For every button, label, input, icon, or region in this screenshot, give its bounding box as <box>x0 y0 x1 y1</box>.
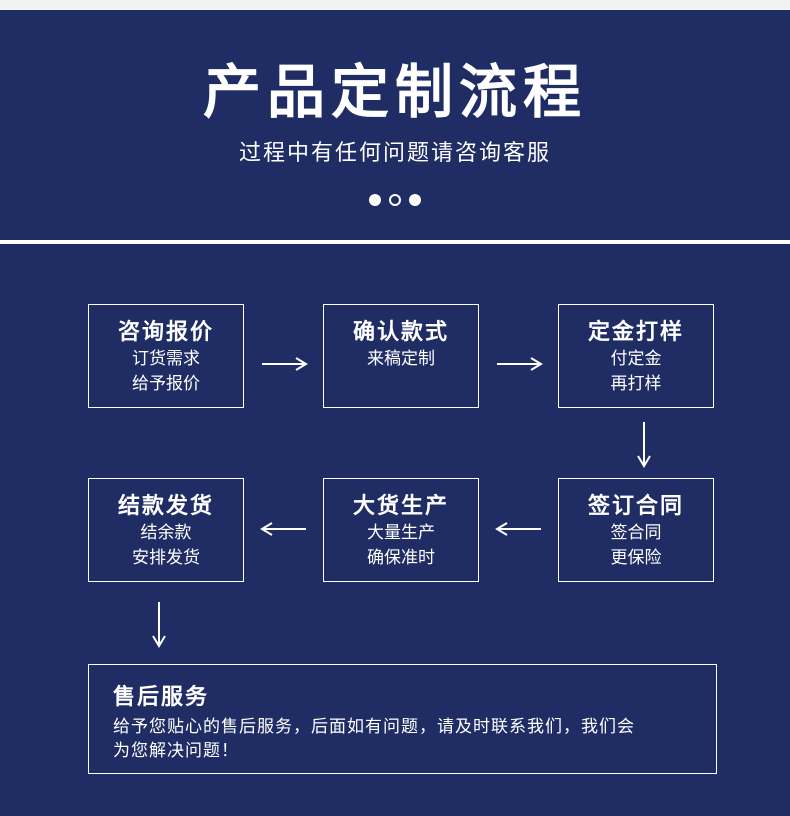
step-payment-shipping: 结款发货 结余款 安排发货 <box>88 478 244 582</box>
step-title: 大货生产 <box>352 494 449 519</box>
step-line: 更保险 <box>610 548 662 568</box>
dot-1 <box>369 194 381 206</box>
service-desc-line: 给予您贴心的售后服务，后面如有问题，请及时联系我们，我们会 <box>113 717 635 737</box>
step-mass-production: 大货生产 大量生产 确保准时 <box>323 478 479 582</box>
arrow-right-icon <box>262 357 308 371</box>
arrow-right-icon <box>497 357 543 371</box>
step-title: 定金打样 <box>587 320 684 345</box>
step-line: 订货需求 <box>132 349 200 369</box>
step-deposit-sample: 定金打样 付定金 再打样 <box>558 304 714 408</box>
header-banner: 产品定制流程 过程中有任何问题请咨询客服 <box>0 10 790 240</box>
step-confirm-style: 确认款式 来稿定制 <box>323 304 479 408</box>
top-strip <box>0 0 790 10</box>
service-desc-line: 为您解决问题！ <box>113 741 239 761</box>
step-title: 签订合同 <box>587 494 684 519</box>
step-line: 给予报价 <box>132 374 200 394</box>
arrow-left-icon <box>260 522 306 536</box>
step-line: 大量生产 <box>367 523 435 543</box>
step-consult-quote: 咨询报价 订货需求 给予报价 <box>88 304 244 408</box>
step-line: 来稿定制 <box>367 349 435 369</box>
step-title: 确认款式 <box>352 320 449 345</box>
dot-3 <box>409 194 421 206</box>
after-sales-service-box: 售后服务 给予您贴心的售后服务，后面如有问题，请及时联系我们，我们会 为您解决问… <box>88 664 717 774</box>
page-title: 产品定制流程 <box>202 58 587 126</box>
step-line: 结余款 <box>140 523 192 543</box>
service-description: 给予您贴心的售后服务，后面如有问题，请及时联系我们，我们会 为您解决问题！ <box>113 715 698 763</box>
service-title: 售后服务 <box>113 685 210 710</box>
step-line: 付定金 <box>610 349 662 369</box>
arrow-down-icon <box>152 602 166 648</box>
dot-2 <box>389 194 401 206</box>
step-line: 再打样 <box>610 374 662 394</box>
page-subtitle: 过程中有任何问题请咨询客服 <box>238 141 551 166</box>
step-line: 安排发货 <box>132 548 200 568</box>
arrow-down-icon <box>637 422 651 468</box>
arrow-left-icon <box>495 522 541 536</box>
step-line: 确保准时 <box>367 548 435 568</box>
pagination-dots <box>0 194 790 206</box>
step-line: 签合同 <box>610 523 662 543</box>
step-title: 咨询报价 <box>117 320 214 345</box>
section-divider <box>0 240 790 244</box>
step-title: 结款发货 <box>117 494 214 519</box>
step-sign-contract: 签订合同 签合同 更保险 <box>558 478 714 582</box>
